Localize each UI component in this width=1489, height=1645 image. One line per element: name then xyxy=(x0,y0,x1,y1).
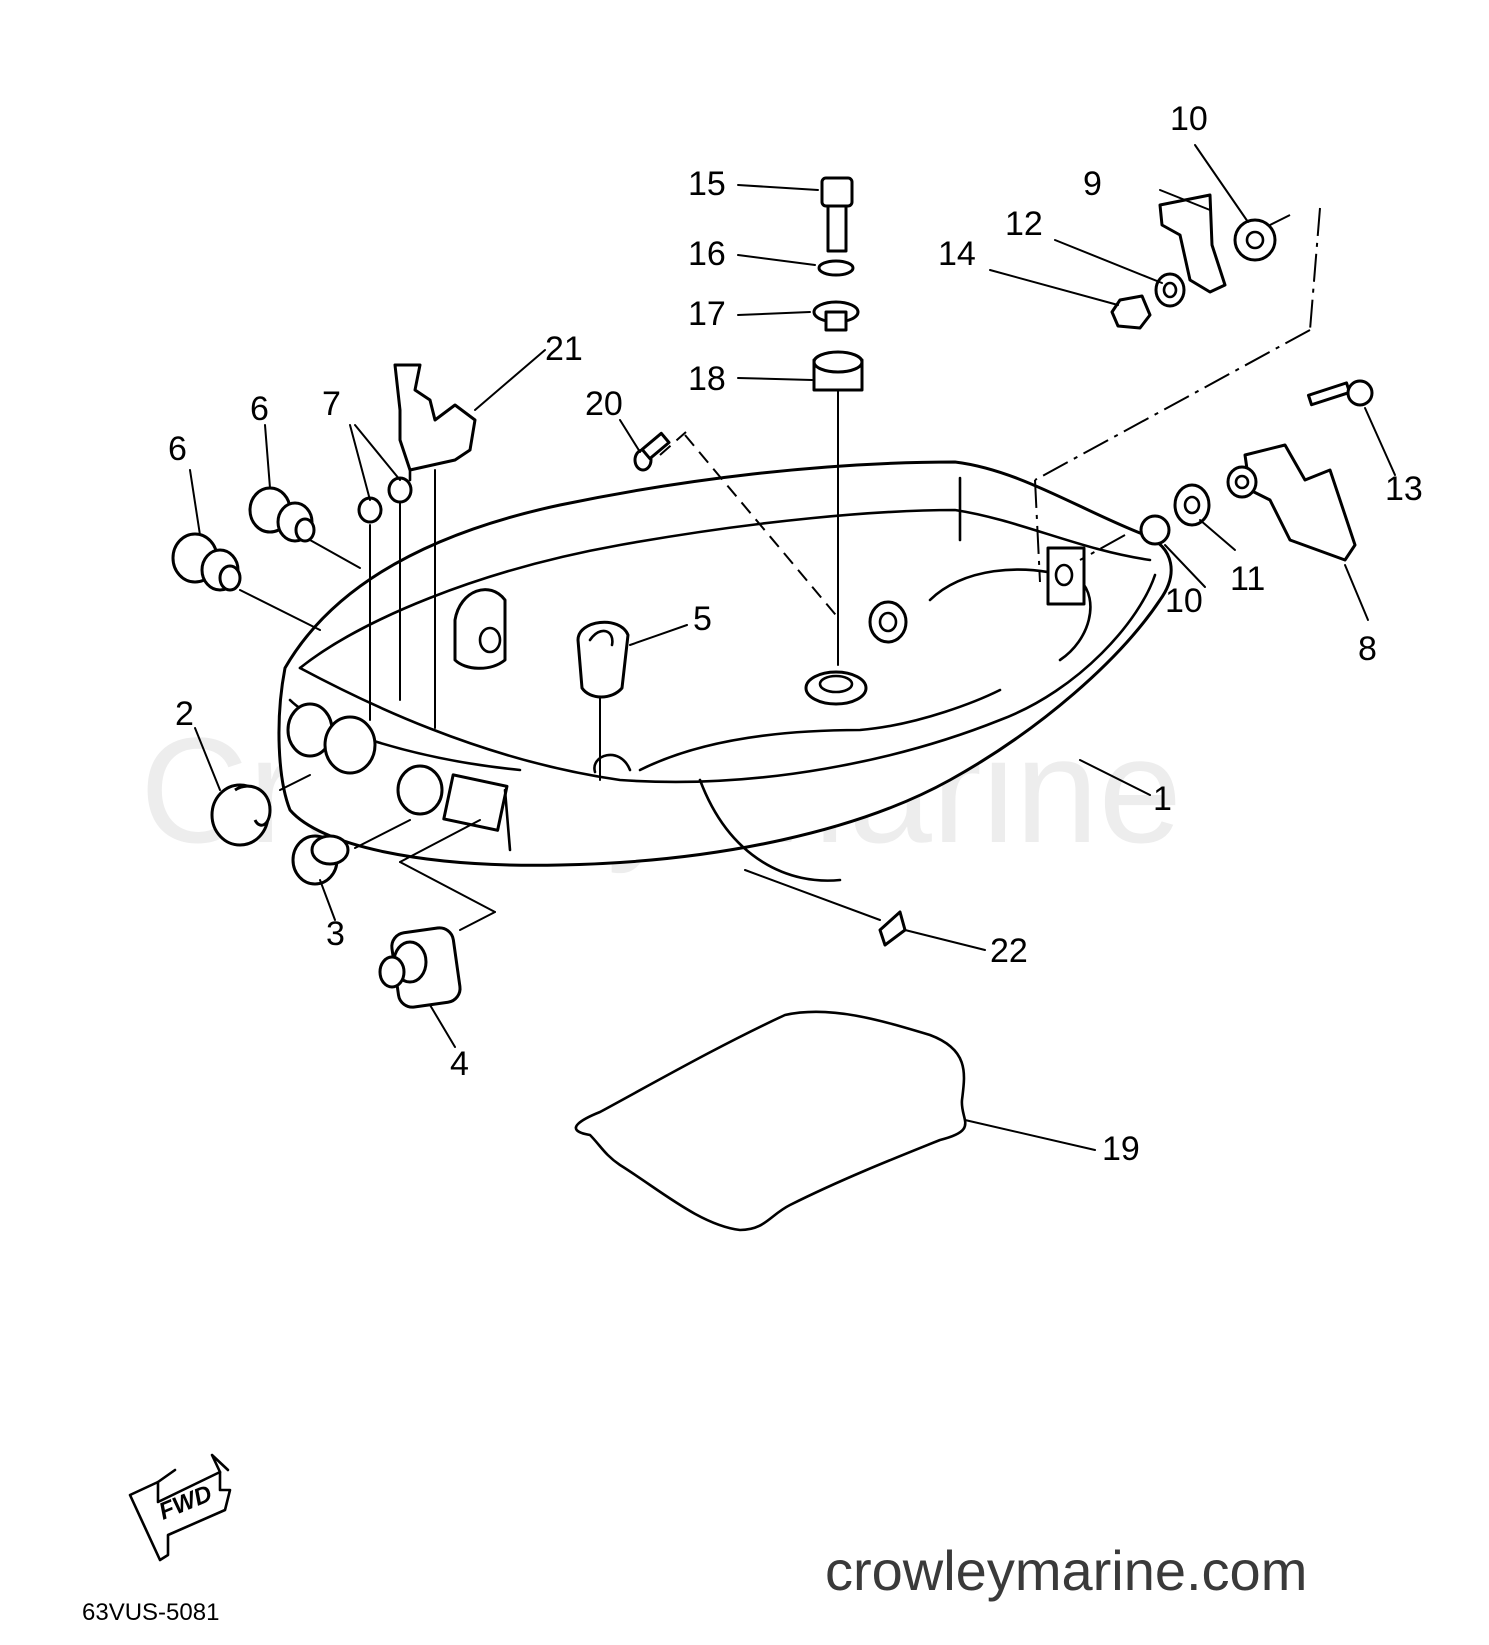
callout-10a: 10 xyxy=(1170,100,1208,138)
callout-22: 22 xyxy=(990,932,1028,970)
callout-3: 3 xyxy=(326,915,345,953)
part-22-label xyxy=(878,910,907,947)
part-7-pins xyxy=(357,476,413,524)
callout-4: 4 xyxy=(450,1045,469,1083)
parts-9-14-hardware xyxy=(1110,193,1277,546)
callout-21: 21 xyxy=(545,330,583,368)
callout-6b: 6 xyxy=(250,390,269,428)
callout-12: 12 xyxy=(1005,205,1043,243)
callout-15: 15 xyxy=(688,165,726,203)
callout-8: 8 xyxy=(1358,630,1377,668)
bottom-cowling xyxy=(277,460,1173,882)
callout-5: 5 xyxy=(693,600,712,638)
parts-15-18-stack xyxy=(812,176,864,392)
part-8-bracket xyxy=(1226,379,1374,562)
part-5-clip xyxy=(576,620,630,699)
callout-1: 1 xyxy=(1153,780,1172,818)
part-19-gasket xyxy=(574,1010,967,1232)
callout-20: 20 xyxy=(585,385,623,423)
part-6-grommets xyxy=(171,486,316,592)
callout-16: 16 xyxy=(688,235,726,273)
callout-13: 13 xyxy=(1385,470,1423,508)
fwd-arrow-icon: FWD xyxy=(128,1453,232,1562)
drawing-code: 63VUS-5081 xyxy=(82,1599,219,1626)
callout-19: 19 xyxy=(1102,1130,1140,1168)
callout-6a: 6 xyxy=(168,430,187,468)
assembly-lines xyxy=(239,207,1321,931)
callout-11: 11 xyxy=(1230,560,1265,598)
part-20-screw xyxy=(633,431,671,472)
part-3-grommet xyxy=(291,834,350,886)
part-2-plug xyxy=(210,783,272,847)
callout-2: 2 xyxy=(175,695,194,733)
callout-7: 7 xyxy=(322,385,341,423)
part-4-grommet xyxy=(378,926,462,1009)
callout-leaders xyxy=(189,144,1396,1151)
callout-17: 17 xyxy=(688,295,726,333)
callout-18: 18 xyxy=(688,360,726,398)
callout-10b: 10 xyxy=(1165,582,1203,620)
callout-9: 9 xyxy=(1083,165,1102,203)
callout-14: 14 xyxy=(938,235,976,273)
part-21-bracket xyxy=(393,363,477,482)
website-link[interactable]: crowleymarine.com xyxy=(825,1539,1307,1602)
